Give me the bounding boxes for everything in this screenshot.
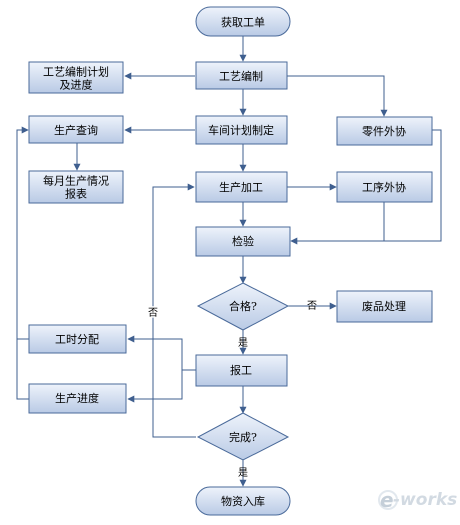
edge-labels: 否 是 否 是 [147, 300, 318, 479]
label-no-qualified: 否 [307, 300, 317, 312]
node-prod-progress-text: 生产进度 [55, 391, 99, 405]
node-qualified-text: 合格? [229, 299, 257, 313]
edges [16, 36, 442, 487]
node-craft-plan-text: 工艺编制计划及进度 [43, 65, 109, 92]
node-start-text: 获取工单 [221, 16, 265, 29]
edge-complete-production-loop [152, 183, 196, 438]
edge-report-prodprogress [127, 370, 183, 403]
nodes [28, 6, 433, 516]
edge-houralloc-prodquery [16, 126, 29, 340]
node-complete [196, 412, 290, 461]
edge-partsoutsource-inspect [290, 129, 442, 245]
node-production [195, 171, 288, 203]
node-scrap [336, 290, 433, 323]
node-craft-plan [28, 61, 124, 94]
node-hour-alloc [28, 324, 127, 354]
node-prod-query-text: 生产查询 [54, 123, 98, 137]
node-start [195, 6, 291, 37]
node-hour-alloc-text: 工时分配 [55, 333, 99, 346]
label-yes-complete: 是 [238, 467, 248, 479]
edge-report-houralloc [127, 335, 196, 371]
node-workshop-plan [195, 115, 288, 145]
svg-text:e: e [380, 488, 394, 512]
node-scrap-text: 废品处理 [362, 299, 406, 313]
label-no-complete: 否 [148, 307, 158, 319]
node-craft [195, 61, 288, 90]
node-inspect-text: 检验 [232, 234, 254, 248]
node-prod-progress [28, 383, 127, 414]
node-process-outsource-text: 工序外协 [362, 180, 406, 194]
node-inspect [195, 226, 291, 257]
node-workshop-plan-text: 车间计划制定 [208, 123, 274, 137]
node-craft-text: 工艺编制 [219, 69, 263, 83]
node-production-text: 生产加工 [219, 180, 263, 194]
ework-logo: e -works [378, 488, 457, 512]
edge-craft-partsoutsource [287, 75, 388, 117]
node-qualified [196, 282, 290, 331]
node-monthly-report [28, 170, 124, 204]
node-report-text: 报工 [230, 363, 252, 377]
edge-prodprogress-prodquery [16, 339, 29, 400]
node-process-outsource [336, 171, 433, 203]
node-parts-outsource [336, 116, 433, 146]
label-yes-qualified: 是 [238, 337, 248, 349]
node-labels: 获取工单 工艺编制 工艺编制计划及进度 车间计划制定 零件外协 生产查询 每月生… [43, 16, 406, 508]
node-report [195, 354, 288, 387]
node-prod-query [28, 115, 124, 144]
node-monthly-report-text: 每月生产情况报表 [43, 174, 109, 201]
node-parts-outsource-text: 零件外协 [362, 124, 406, 138]
node-complete-text: 完成? [229, 430, 257, 444]
node-storage-text: 物资入库 [221, 494, 265, 508]
svg-text:-works: -works [393, 490, 457, 510]
node-storage [195, 486, 291, 516]
